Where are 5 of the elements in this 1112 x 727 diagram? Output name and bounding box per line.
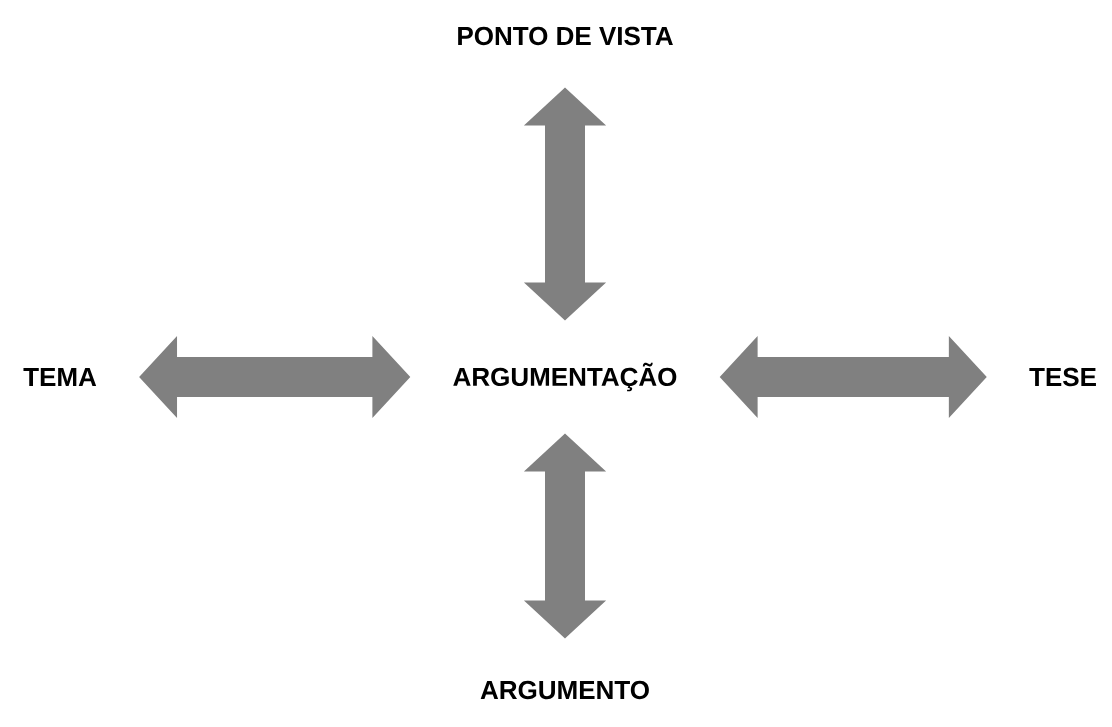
label-text: ARGUMENTAÇÃO bbox=[453, 362, 677, 392]
label-text: TEMA bbox=[23, 368, 97, 386]
label-text: ARGUMENTO bbox=[480, 680, 649, 700]
label-text: PONTO DE VISTA bbox=[458, 26, 673, 46]
label-text: TESE bbox=[1029, 367, 1096, 387]
